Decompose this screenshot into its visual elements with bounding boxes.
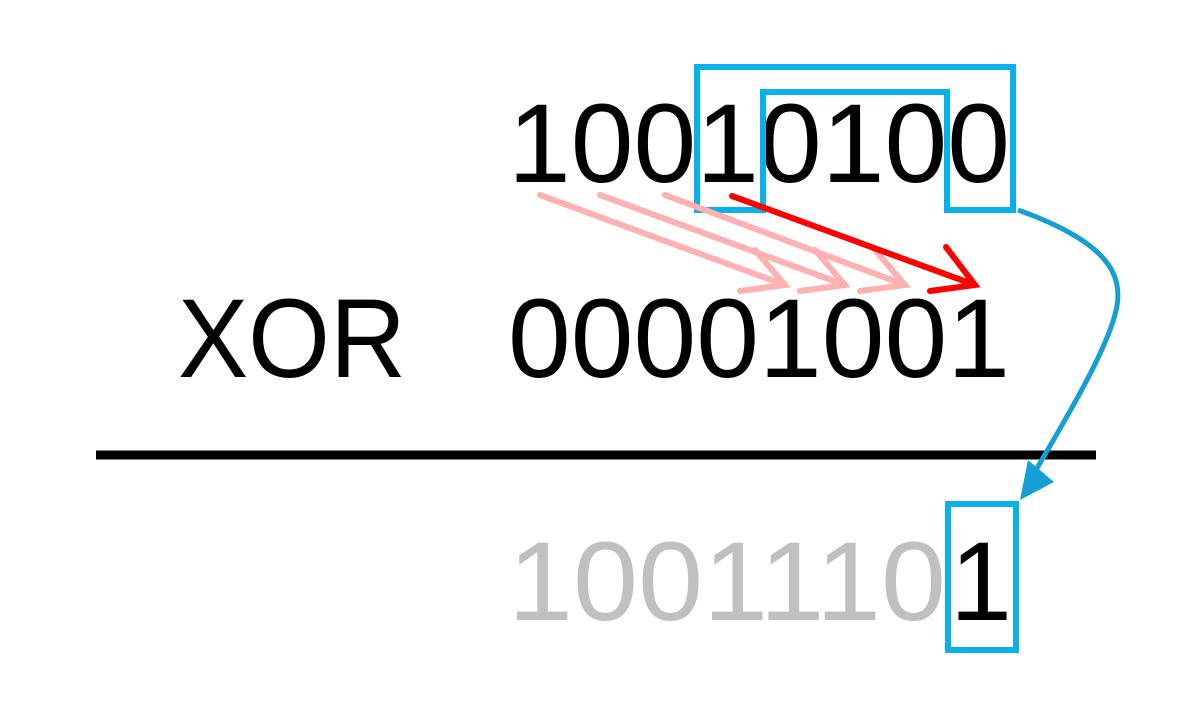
result-bit-highlight-box [945, 501, 1019, 653]
faded-arrow-3 [662, 192, 911, 294]
faded-arrow-1 [537, 192, 791, 294]
result-faded-digits: 1001110 [508, 519, 946, 644]
carry-curve-arrow [1017, 207, 1121, 472]
shift-arrow-icon [729, 193, 981, 294]
operand-a: 10010100 [508, 81, 1010, 206]
faded-arrow-2 [597, 192, 851, 294]
result-highlight-digit: 1 [950, 519, 1012, 644]
bit-group-highlight-box [694, 64, 1016, 213]
carry-arrowhead-icon [1020, 460, 1054, 500]
operand-b: 00001001 [508, 276, 1010, 401]
faded-shift-arrows [537, 192, 911, 294]
operator-label: XOR [178, 276, 406, 401]
